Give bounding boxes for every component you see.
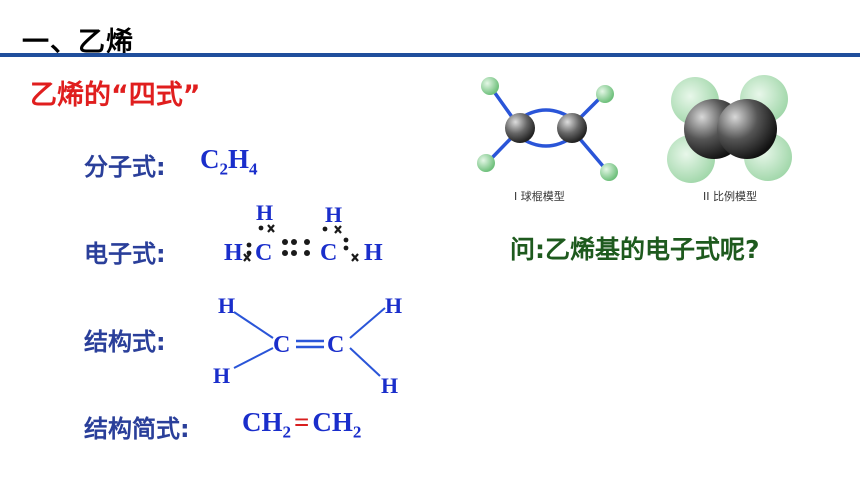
molecular-h-subscript: 4	[249, 159, 258, 179]
electron-h-right: H	[364, 240, 383, 266]
condensed-formula-label: 结构简式:	[84, 415, 190, 443]
molecular-formula-label: 分子式:	[84, 153, 166, 181]
structural-c-left: C	[273, 332, 290, 358]
condensed-ch-right: CH	[312, 407, 353, 437]
molecular-c: C	[200, 144, 220, 174]
ball-stick-model-caption: I 球棍模型	[514, 190, 565, 203]
structural-formula: H H C C H H	[213, 293, 402, 398]
structural-bonds	[233, 307, 386, 377]
electron-c-left: C	[255, 240, 272, 266]
question-text: 问:乙烯基的电子式呢?	[510, 235, 760, 264]
molecular-h: H	[228, 144, 250, 174]
electron-h-left: H	[224, 240, 243, 266]
title-divider	[0, 53, 860, 57]
electron-formula: H H H C C H	[224, 200, 383, 266]
electron-pair-dots	[246, 225, 349, 256]
structural-h-top-left: H	[218, 293, 235, 318]
subtitle: 乙烯的“四式”	[30, 80, 201, 111]
condensed-subscript-left: 2	[282, 422, 292, 442]
section-title: 一、乙烯	[22, 27, 134, 58]
space-filling-model-image	[667, 75, 792, 183]
electron-formula-label: 电子式:	[84, 240, 166, 268]
structural-h-bottom-left: H	[213, 363, 230, 388]
condensed-ch-left: CH	[242, 407, 283, 437]
structural-h-top-right: H	[385, 293, 402, 318]
space-filling-model-caption: II 比例模型	[703, 190, 757, 203]
condensed-double-bond: =	[294, 407, 310, 437]
structural-c-right: C	[327, 332, 344, 358]
structural-h-bottom-right: H	[381, 373, 398, 398]
electron-c-right: C	[320, 240, 337, 266]
condensed-formula: CH2=CH2	[242, 407, 361, 442]
electron-h-top-right: H	[325, 202, 342, 227]
molecular-c-subscript: 2	[219, 159, 229, 179]
electron-h-top-left: H	[256, 200, 273, 225]
condensed-subscript-right: 2	[352, 422, 362, 442]
ball-stick-model-image	[477, 77, 618, 181]
electron-cross-marks	[243, 224, 359, 262]
structural-formula-label: 结构式:	[84, 328, 166, 356]
molecular-formula: C2H4	[200, 144, 258, 179]
